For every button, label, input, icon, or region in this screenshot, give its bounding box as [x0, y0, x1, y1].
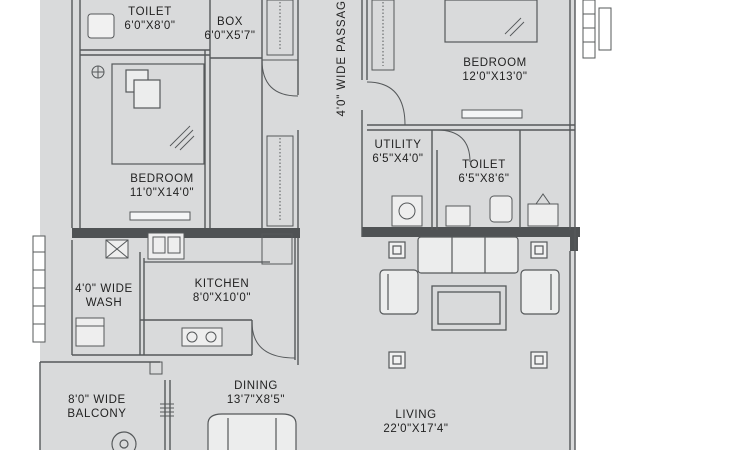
bed-left [111, 63, 205, 165]
passage-label: 4'0" WIDE PASSAGE [335, 0, 349, 116]
utility-fixtures [391, 193, 559, 227]
kitchen-fixtures [75, 232, 293, 347]
toilet2-size: 6'5"X8'6" [458, 173, 510, 185]
toilet2-label: TOILET 6'5"X8'6" [444, 158, 524, 186]
wall-strip-right [362, 227, 580, 237]
box-name: BOX [216, 16, 244, 28]
toilet1-fixtures [87, 13, 115, 79]
bedroom2-window [461, 109, 523, 119]
bedroom2-name: BEDROOM [463, 57, 527, 69]
door-arc-box [261, 59, 299, 97]
kitchen-size: 8'0"X10'0" [192, 292, 252, 304]
wash-name-2: WASH [85, 297, 123, 309]
bed-right [444, 0, 538, 43]
bedroom1-window [129, 211, 191, 221]
utility-name: UTILITY [374, 139, 422, 151]
wash-label: 4'0" WIDE WASH [62, 282, 146, 310]
bedroom1-label: BEDROOM 11'0"X14'0" [112, 172, 212, 200]
living-name: LIVING [395, 409, 437, 421]
utility-size: 6'5"X4'0" [372, 153, 424, 165]
wash-window [32, 235, 46, 343]
kitchen-label: KITCHEN 8'0"X10'0" [172, 277, 272, 305]
bedroom2-size: 12'0"X13'0" [462, 71, 528, 83]
outer-left-blank [0, 0, 40, 450]
balcony-walls [39, 361, 171, 450]
toilet2-name: TOILET [462, 159, 506, 171]
dining-name: DINING [234, 380, 278, 392]
passage-text: 4'0" WIDE PASSAGE [336, 0, 348, 116]
balcony-label: 8'0" WIDE BALCONY [52, 393, 142, 421]
balcony-name-2: BALCONY [67, 408, 127, 420]
door-arc-toilet2 [436, 129, 471, 163]
bedroom2-label: BEDROOM 12'0"X13'0" [440, 56, 550, 84]
box-size: 6'0"X5'7" [204, 30, 256, 42]
dining-label: DINING 13'7"X8'5" [206, 379, 306, 407]
living-coffee-table [431, 285, 507, 331]
utility-label: UTILITY 6'5"X4'0" [360, 138, 436, 166]
toilet1-size: 6'0"X8'0" [124, 20, 176, 32]
toilet1-name: TOILET [128, 6, 172, 18]
living-armchair-left [379, 269, 419, 315]
kitchen-name: KITCHEN [194, 278, 250, 290]
door-arc-utility [366, 81, 406, 126]
living-sofa-back [417, 236, 519, 274]
bedroom1-size: 11'0"X14'0" [129, 187, 195, 199]
right-outside-window [582, 0, 612, 59]
wash-name-1: 4'0" WIDE [75, 283, 133, 295]
balcony-chair [111, 431, 137, 455]
wardrobe-left-2 [266, 135, 294, 227]
box-label: BOX 6'0"X5'7" [190, 15, 270, 43]
wardrobe-left-1 [266, 0, 294, 56]
balcony-door-track [149, 361, 174, 417]
toilet1-label: TOILET 6'0"X8'0" [112, 5, 188, 33]
living-label: LIVING 22'0"X17'4" [366, 408, 466, 436]
outer-right-blank [575, 0, 730, 450]
living-side-tables [388, 241, 548, 369]
dining-size: 13'7"X8'5" [226, 394, 286, 406]
door-arc-kitchen [251, 321, 296, 359]
bedroom1-name: BEDROOM [130, 173, 194, 185]
wall-strip-left [72, 228, 300, 238]
living-armchair-right [520, 269, 560, 315]
wardrobe-right [371, 0, 395, 71]
dining-table [207, 413, 297, 450]
right-block-walls [361, 0, 576, 450]
wall-pillar-right [570, 227, 578, 251]
left-block-walls [71, 0, 299, 365]
living-size: 22'0"X17'4" [383, 423, 449, 435]
balcony-name-1: 8'0" WIDE [68, 394, 126, 406]
